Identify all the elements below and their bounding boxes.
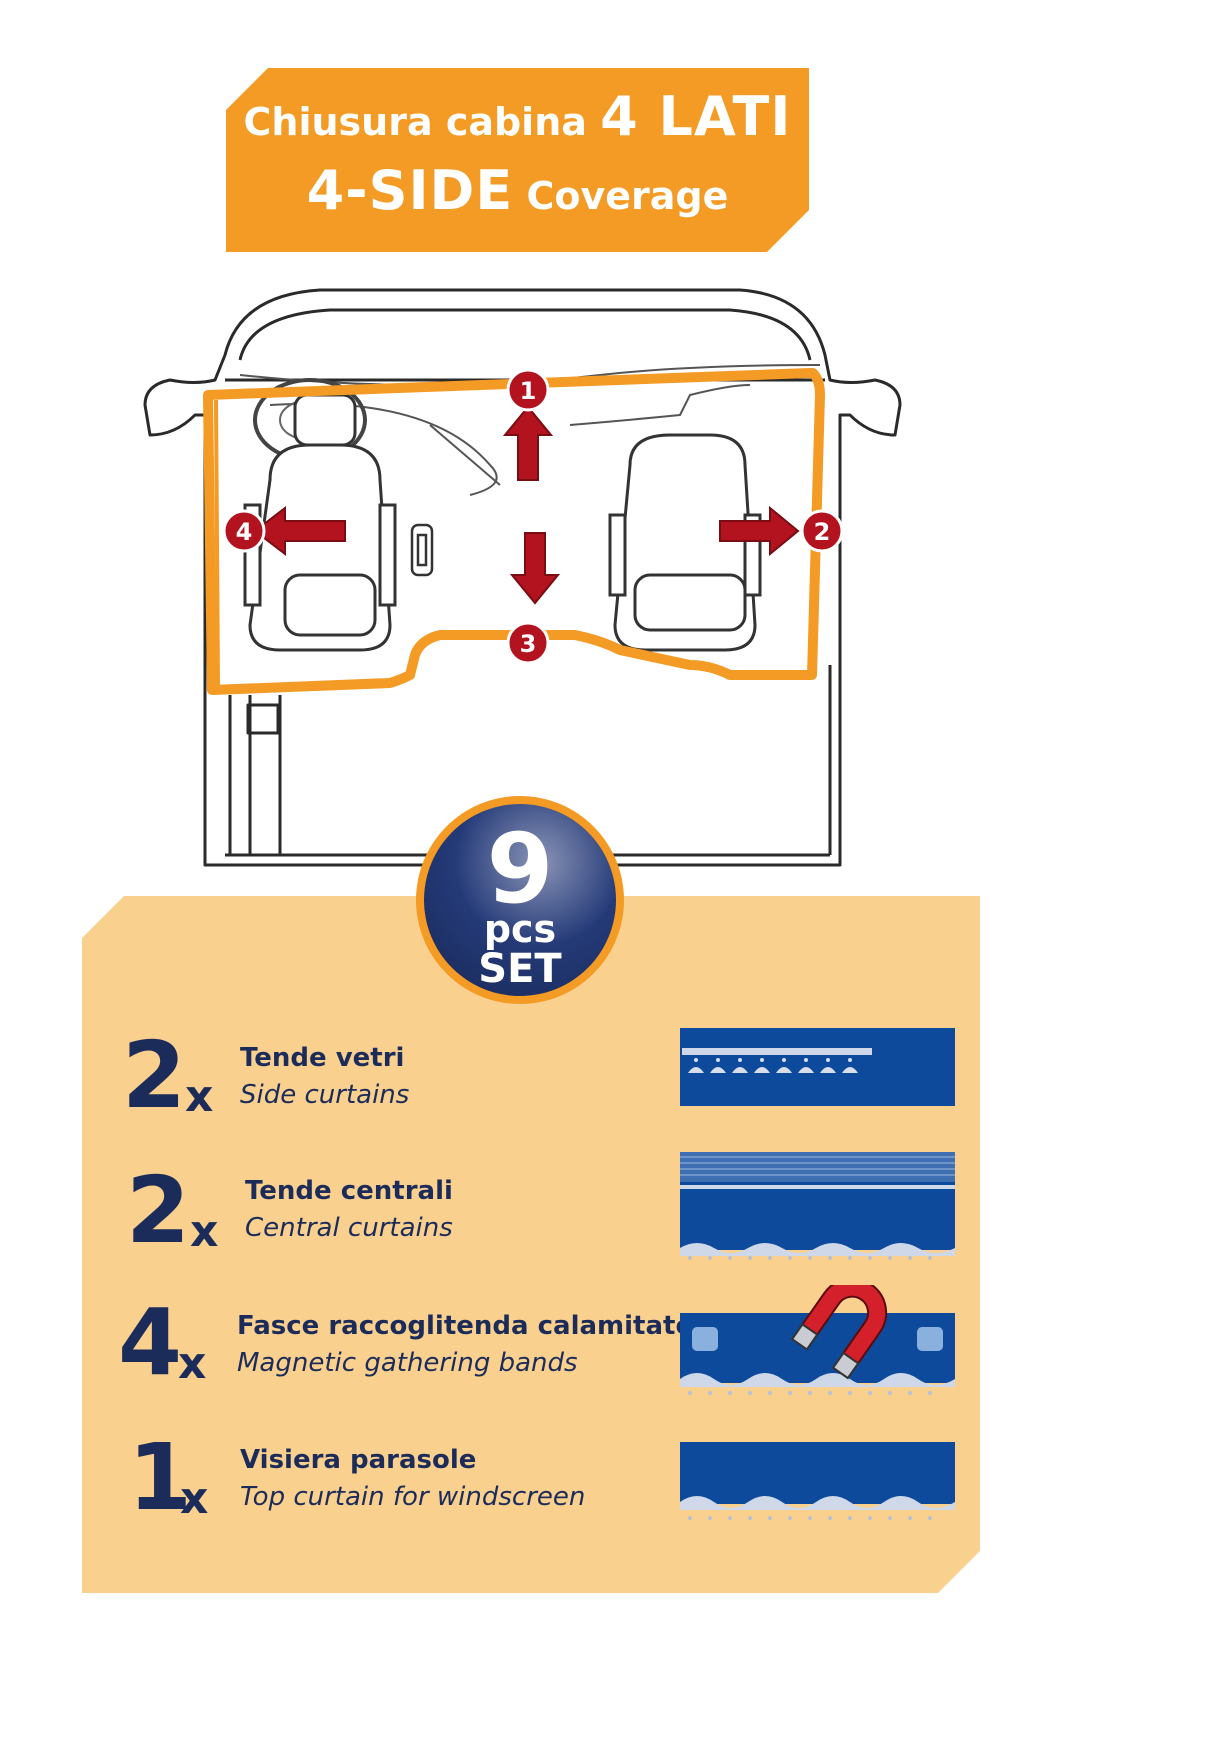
marker-4-label: 4	[236, 518, 253, 546]
marker-3-label: 3	[520, 630, 537, 658]
item-title: Tende vetri	[240, 1043, 405, 1073]
marker-4: 4	[222, 509, 266, 553]
coverage-arrows	[253, 405, 800, 605]
item-quantity: 2	[126, 1157, 191, 1264]
item-quantity-x: x	[185, 1071, 214, 1122]
side-curtain-thumbnail	[680, 1028, 955, 1106]
marker-3: 3	[506, 621, 550, 665]
title-line-italian: Chiusura cabina 4 LATI	[226, 90, 809, 144]
badge-pcs: pcs	[484, 907, 556, 951]
item-title: Visiera parasole	[240, 1445, 477, 1475]
item-subtitle: Top curtain for windscreen	[240, 1482, 586, 1512]
item-top-curtain: 1 x Visiera parasole Top curtain for win…	[0, 1420, 1215, 1540]
title-banner: Chiusura cabina 4 LATI 4-SIDE Coverage	[226, 68, 809, 252]
badge-set: SET	[478, 946, 562, 992]
title-text-en: Coverage	[526, 174, 729, 218]
title-text-it: Chiusura cabina	[243, 100, 587, 144]
marker-1-label: 1	[520, 377, 537, 405]
marker-2-label: 2	[814, 518, 831, 546]
item-subtitle: Central curtains	[245, 1213, 453, 1243]
title-line-english: 4-SIDE Coverage	[226, 164, 809, 218]
badge-number: 9	[487, 813, 554, 925]
pcs-set-badge: 9 pcs SET	[416, 796, 624, 1004]
item-title: Tende centrali	[245, 1176, 453, 1206]
title-big-it: 4 LATI	[600, 85, 792, 148]
magnet-icon	[790, 1285, 888, 1380]
central-curtain-thumbnail	[680, 1152, 955, 1260]
item-quantity-x: x	[190, 1206, 219, 1257]
item-quantity-x: x	[180, 1473, 209, 1524]
item-central-curtains: 2 x Tende centrali Central curtains	[0, 1150, 1215, 1270]
item-quantity: 4	[118, 1289, 183, 1396]
item-side-curtains: 2 x Tende vetri Side curtains	[0, 1020, 1215, 1140]
item-magnetic-bands: 4 x Fasce raccoglitenda calamitate Magne…	[0, 1285, 1215, 1405]
item-quantity-x: x	[178, 1338, 207, 1389]
cabin-diagram: 1 2 3 4	[143, 288, 902, 867]
marker-1: 1	[506, 368, 550, 412]
top-curtain-thumbnail	[680, 1442, 955, 1520]
marker-2: 2	[800, 509, 844, 553]
item-subtitle: Side curtains	[240, 1080, 410, 1110]
magnetic-band-thumbnail	[680, 1285, 955, 1395]
item-title: Fasce raccoglitenda calamitate	[237, 1311, 694, 1341]
item-quantity: 1	[128, 1424, 193, 1531]
item-quantity: 2	[122, 1022, 187, 1129]
title-big-en: 4-SIDE	[306, 159, 514, 222]
item-subtitle: Magnetic gathering bands	[237, 1348, 578, 1378]
